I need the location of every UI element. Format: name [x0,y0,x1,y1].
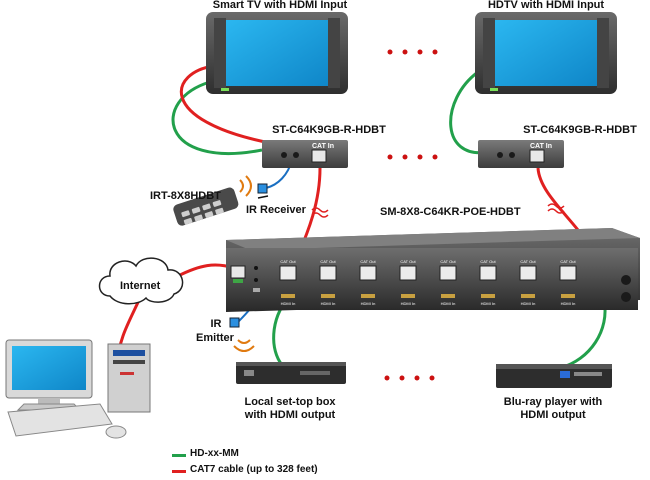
ir-receiver-icon [257,183,268,194]
ir-emitter-label-line2: Emitter [196,332,234,344]
hdmi-port-icon [321,294,335,298]
hdmi-cable-tv-left [171,80,263,156]
rj45-port-icon [319,265,337,281]
power-led-icon [490,88,498,91]
remote-control [173,175,252,226]
internet-cloud-icon [98,257,184,305]
arrow-icon [257,195,269,199]
ellipsis-dots [384,49,438,381]
bluray-player-icon [496,364,612,388]
tv-right-label: HDTV with HDMI Input [487,0,605,11]
ir-emitter-label-line1: IR [210,318,222,330]
cat-in-label: CAT In [312,143,335,150]
ir-signal-icon [233,339,255,352]
cat-out-label: CAT Out [520,259,536,264]
hdmi-port-icon [401,294,415,298]
hdmi-in-label: HDMI In [481,301,496,306]
matrix-switch [226,228,640,312]
hdtv-right [475,12,617,94]
hdmi-port-icon [561,294,575,298]
rj45-port-icon [529,149,545,163]
cat-out-label: CAT Out [560,259,576,264]
tv-left-label: Smart TV with HDMI Input [212,0,348,11]
rj45-port-icon [359,265,377,281]
bluray-label-line1: Blu-ray player with [503,396,603,408]
hdmi-in-label: HDMI In [521,301,536,306]
legend-item-cat: CAT7 cable (up to 328 feet) [172,464,318,475]
legend-swatch [172,470,186,473]
hdmi-in-label: HDMI In [321,301,336,306]
cat-in-label: CAT In [530,143,553,150]
smart-tv-left [206,12,348,94]
cat-out-label: CAT Out [280,259,296,264]
hdmi-cable-bluray-to-matrix [559,299,607,370]
hdmi-cable-tv-right [449,70,489,155]
cat-out-label: CAT Out [320,259,336,264]
legend-label: HD-xx-MM [190,448,239,459]
hdmi-port-icon [521,294,535,298]
ir-signal-icon [239,175,252,197]
tv-screen [495,20,597,86]
set-top-label-line2: with HDMI output [244,409,336,421]
ir-receiver-label: IR Receiver [246,204,306,216]
rj45-port-icon [479,265,497,281]
matrix-label: SM-8X8-C64KR-POE-HDBT [380,206,521,218]
legend-item-hdmi: HD-xx-MM [172,448,239,459]
rj45-port-icon [311,149,327,163]
power-led-icon [221,88,229,91]
hdmi-in-label: HDMI In [401,301,416,306]
cable-break-icon [311,203,565,218]
rj45-port-icon [559,265,577,281]
internet-label: Internet [120,280,161,292]
hdmi-port-icon [361,294,375,298]
cat-cable-tv-left-loop [180,64,271,145]
tv-screen [226,20,328,86]
rj45-port-icon [519,265,537,281]
remote-label: IRT-8X8HDBT [150,190,221,202]
set-top-label-line1: Local set-top box [244,396,336,408]
bluray-label-line2: HDMI output [520,409,586,421]
receiver-left-label: ST-C64K9GB-R-HDBT [272,124,386,136]
cat-out-label: CAT Out [400,259,416,264]
hdmi-port-icon [481,294,495,298]
hdmi-in-label: HDMI In [281,301,296,306]
rj45-port-icon [279,265,297,281]
hdmi-port-icon [441,294,455,298]
ir-emitter-icon [229,317,240,328]
hdmi-in-label: HDMI In [561,301,576,306]
legend-label: CAT7 cable (up to 328 feet) [190,464,318,475]
computer-icon [5,339,151,439]
set-top-box-icon [236,362,346,384]
rj45-port-icon [439,265,457,281]
hdmi-in-label: HDMI In [361,301,376,306]
cat-out-label: CAT Out [480,259,496,264]
hdmi-in-label: HDMI In [441,301,456,306]
receiver-right [478,140,564,168]
receiver-right-label: ST-C64K9GB-R-HDBT [523,124,637,136]
cat-cable-internet-to-matrix [177,263,235,278]
cat-out-label: CAT Out [360,259,376,264]
hdmi-port-icon [281,294,295,298]
legend-swatch [172,454,186,457]
receiver-left [262,140,348,168]
rj45-port-icon [399,265,417,281]
cat-out-label: CAT Out [440,259,456,264]
lan-port-icon [230,265,246,279]
